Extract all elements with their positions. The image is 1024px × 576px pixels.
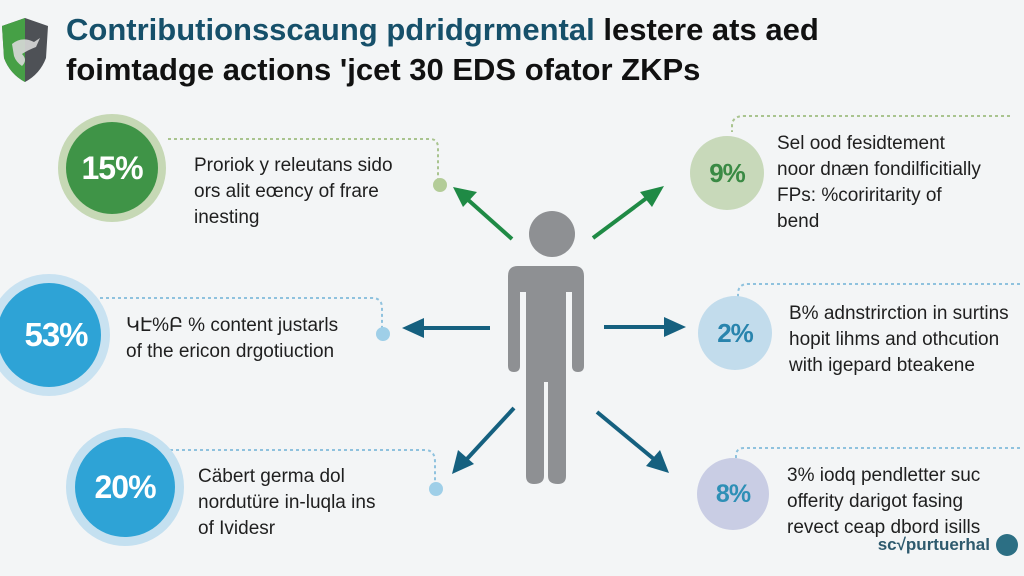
connector-dot <box>433 178 447 192</box>
shield-icon <box>2 18 48 82</box>
stat-value: 8% <box>715 479 751 508</box>
arrow-up-right-icon <box>591 186 664 240</box>
arrow-right-icon <box>604 317 686 337</box>
stat-circle-top-right: 9% <box>690 136 764 210</box>
stat-description-top-right: Sel ood fesidtement noor dnæn fondilfici… <box>777 133 981 232</box>
stat-circle-bottom-left: 20% <box>66 428 184 546</box>
connector-dot <box>429 482 443 496</box>
stat-value: 9% <box>709 157 746 188</box>
stat-circle-top-left: 15% <box>58 114 166 222</box>
brand-name: sc√purtuerhal <box>877 535 990 554</box>
page-title: Contributionsscaung pdridgrmental lester… <box>66 10 819 90</box>
arrow-up-left-icon <box>453 187 514 241</box>
person-icon <box>508 211 584 484</box>
stat-description-bottom-right: 3% iodq pendletter suc offerity darigot … <box>787 465 981 538</box>
brand-logo-icon <box>996 534 1018 556</box>
stat-description-mid-right: B% adnstrirction in surtins hopit lihms … <box>789 303 1009 376</box>
title-line1-accent: Contributionsscaung pdridgrmental <box>66 12 595 47</box>
arrow-left-icon <box>402 318 490 338</box>
stat-description-mid-left: ԿԷ%Բ % content justarls of the ericon dr… <box>126 315 339 362</box>
stat-value: 53% <box>24 316 88 353</box>
stat-value: 15% <box>81 149 143 186</box>
stat-circle-bottom-right: 8% <box>697 458 769 530</box>
arrow-down-left-icon <box>452 406 516 474</box>
arrow-down-right-icon <box>595 410 669 473</box>
stat-description-top-left: Proriok y releutans sido ors alit eœncy … <box>194 155 393 228</box>
stat-value: 2% <box>717 317 754 348</box>
title-line1-rest: lestere ats aed <box>594 12 819 47</box>
stat-value: 20% <box>94 468 156 505</box>
stat-description-bottom-left: Cäbert germa dol nordutüre in-luqla ins … <box>198 466 376 539</box>
footer-brand: sc√purtuerhal <box>878 534 1018 556</box>
title-line2: foimtadge actions 'jcet 30 EDS ofator ZK… <box>66 52 701 87</box>
stat-circle-mid-right: 2% <box>698 296 772 370</box>
stat-circle-mid-left: 53% <box>0 274 110 396</box>
connector-dot <box>376 327 390 341</box>
